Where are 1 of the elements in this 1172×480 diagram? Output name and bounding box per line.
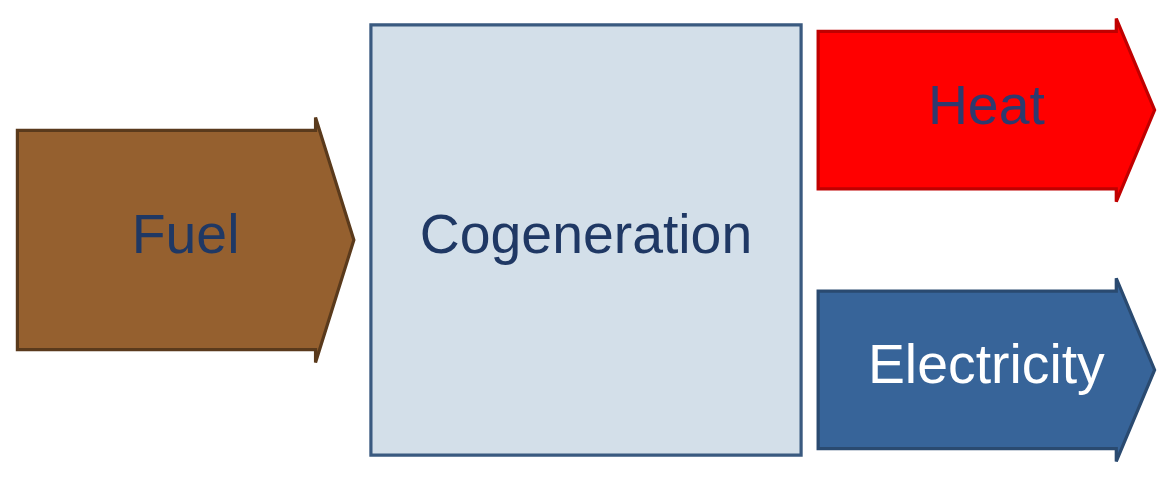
node-box: Cogeneration: [369, 23, 803, 457]
